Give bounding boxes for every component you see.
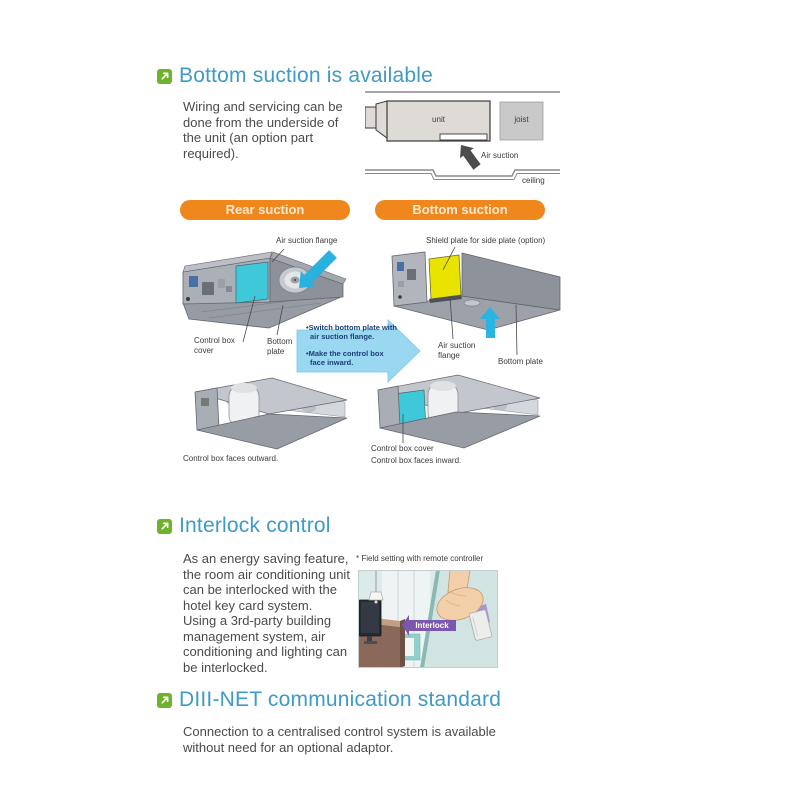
control-box-cover-label: Control box cover (371, 444, 434, 453)
unit-label: unit (432, 115, 445, 124)
green-arrow-icon (157, 518, 172, 534)
tv (358, 599, 382, 644)
ceiling-label: ceiling (522, 176, 545, 185)
control-box-cover-panel (235, 261, 269, 304)
bottom-plate-label: Bottom plate (267, 337, 293, 356)
unit-drawings (182, 246, 561, 450)
ceiling-line (365, 169, 560, 177)
switch-note-2: •Make the control box face inward. (306, 349, 384, 367)
green-arrow-icon (157, 692, 172, 708)
switch-note-1: •Switch bottom plate with air suction fl… (306, 323, 397, 341)
rear-suction-header: Rear suction (180, 200, 350, 220)
wall-corner (420, 570, 440, 668)
electrical-components (397, 262, 416, 299)
rear-suction-unit-drawing (182, 250, 347, 329)
control-box-inward-drawing (377, 374, 541, 449)
section-title: Interlock control (179, 514, 331, 537)
joist-box (499, 101, 544, 141)
inward-caption: Control box faces inward. (371, 456, 462, 465)
suction-slot (439, 133, 488, 141)
interlock-arrow-label: Interlock (415, 621, 449, 630)
bottom-suction-paragraph: Wiring and servicing can be done from th… (183, 99, 343, 161)
diii-net-paragraph: Connection to a centralised control syst… (183, 724, 496, 755)
air-suction-flange-edge (429, 295, 462, 303)
bottom-plate-label: Bottom plate (498, 357, 543, 366)
air-suction-flange-label: Air suction flange (438, 341, 476, 360)
section-heading-bottom-suction: Bottom suction is available (157, 64, 433, 88)
air-suction-label: Air suction (481, 151, 519, 160)
interlock-arrow-icon (402, 615, 456, 636)
bottom-suction-unit-drawing (391, 251, 561, 338)
ceiling-installation-diagram (365, 91, 560, 180)
air-suction-arrow-icon (460, 145, 481, 170)
key-card (468, 609, 493, 641)
shield-plate-label: Shield plate for side plate (option) (426, 236, 546, 245)
bottom-suction-header: Bottom suction (375, 200, 545, 220)
duct-flange-shape (365, 100, 388, 139)
hand-with-card (436, 570, 493, 641)
airflow-up-arrow-icon (480, 307, 500, 338)
interlock-paragraph: As an energy saving feature, the room ai… (183, 551, 350, 675)
green-arrow-icon (157, 68, 172, 84)
outward-caption: Control box faces outward. (183, 454, 279, 463)
airflow-arrow-icon (299, 250, 337, 288)
section-title: DIII-NET communication standard (179, 688, 502, 711)
section-heading-interlock: Interlock control (157, 514, 331, 538)
electrical-components (186, 276, 232, 301)
interlock-illustration (358, 570, 498, 668)
shield-plate-panel (428, 254, 462, 300)
control-box-outward-drawing (194, 377, 348, 450)
control-box-cover-label: Control box cover (194, 336, 235, 355)
air-suction-flange-label: Air suction flange (276, 236, 338, 245)
section-title: Bottom suction is available (179, 64, 434, 87)
section-heading-diii-net: DIII-NET communication standard (157, 688, 501, 712)
field-setting-note: * Field setting with remote controller (356, 554, 484, 563)
lamp (368, 570, 384, 604)
joist-label: joist (514, 115, 529, 124)
knockout-hole (463, 299, 481, 307)
ceiling-line-2 (365, 173, 560, 180)
leader-lines (242, 246, 518, 443)
switch-arrow-icon (296, 319, 421, 383)
